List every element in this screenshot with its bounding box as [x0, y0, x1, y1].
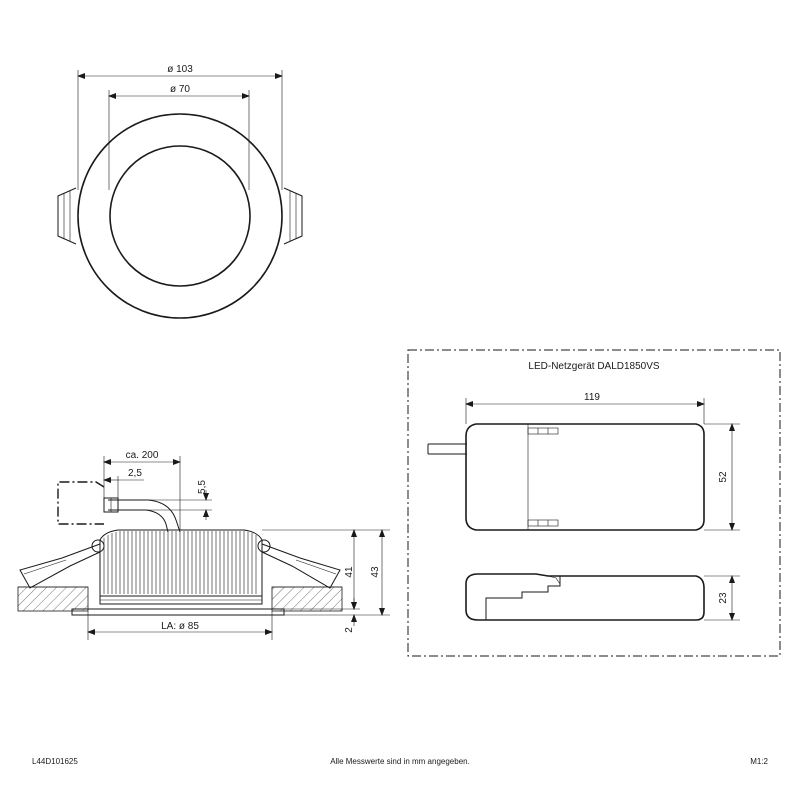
dim-cutout: LA: ø 85	[161, 621, 199, 632]
driver-housing-side	[465, 573, 705, 621]
dim-driver-width: 52	[718, 471, 729, 483]
driver-frame	[407, 349, 781, 657]
scale-label: M1:2	[750, 757, 768, 766]
footer: L44D101625 Alle Messwerte sind in mm ang…	[32, 757, 769, 766]
cable	[108, 499, 181, 533]
junction-box-outline	[57, 481, 105, 525]
outer-ring	[77, 113, 283, 319]
inner-lens	[109, 145, 251, 287]
driver-title: LED-Netzgerät DALD1850VS	[528, 361, 660, 372]
article-number: L44D101625	[32, 757, 78, 766]
top-view: ø 103 ø 70	[57, 64, 303, 319]
dim-rim: 2	[344, 627, 355, 633]
dim-total-height: 43	[370, 566, 381, 578]
right-spring-arm	[261, 543, 341, 589]
left-spring-arm	[19, 543, 101, 589]
driver-housing-top	[465, 423, 705, 531]
dim-inner-diameter: ø 70	[170, 84, 190, 95]
flange	[71, 608, 285, 616]
dim-driver-length: 119	[584, 392, 600, 403]
measurement-note: Alle Messwerte sind in mm angegeben.	[330, 757, 470, 766]
dim-cable-height: 5,5	[197, 480, 208, 494]
side-view: ca. 200 2,5 5,5 41 43 2 LA: ø 85	[17, 450, 390, 640]
heatsink-fins	[103, 531, 257, 594]
dim-driver-height: 23	[718, 592, 729, 604]
left-spring-clip	[57, 187, 77, 245]
dim-outer-diameter: ø 103	[167, 64, 193, 75]
dim-cable-offset: 2,5	[128, 468, 142, 479]
dim-body-height: 41	[344, 566, 355, 578]
dim-cable-length: ca. 200	[126, 450, 159, 461]
heatsink-body	[99, 529, 263, 597]
right-spring-clip	[283, 187, 303, 245]
driver-panel: LED-Netzgerät DALD1850VS 119 52 23	[407, 349, 781, 657]
